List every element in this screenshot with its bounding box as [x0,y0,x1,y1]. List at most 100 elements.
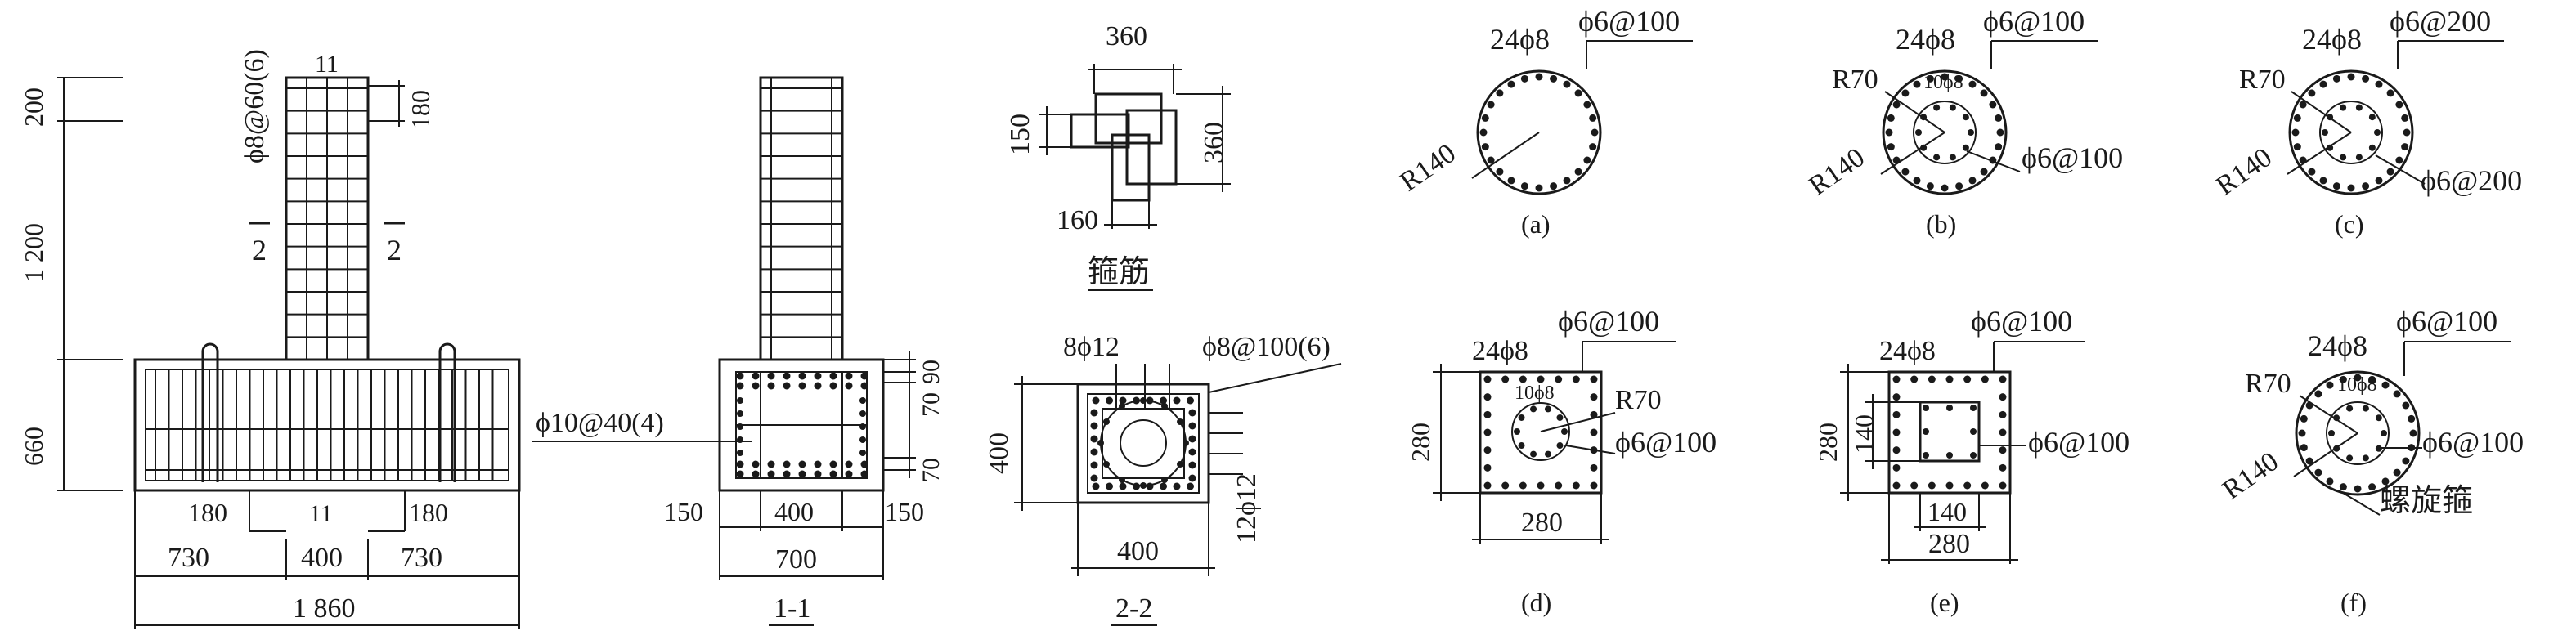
rebar-dot [2332,74,2340,83]
rebar-dot [1187,396,1194,405]
rebar-dot [767,372,775,380]
rebar-dot [2375,414,2382,422]
rebar-dot [1090,435,1098,443]
rebar-dot [1926,74,1934,83]
rebar-dot [2375,177,2383,185]
rebar-dot [1161,477,1168,484]
section-f-radius-outer: R140 [2217,446,2284,506]
rebar-dot [1945,481,1954,490]
rebar-dot [783,372,791,380]
rebar-dot [829,470,837,478]
rebar-dot [2402,401,2410,410]
rebar-dot [1591,128,1599,137]
rebar-dot [1892,410,1901,418]
section-d-radius-inner: R70 [1615,385,1662,415]
section-2-2-top-label: 8ϕ12 [1063,332,1120,362]
rebar-dot [1496,89,1504,97]
bottom-mark: 11 [309,500,333,527]
rebar-dot [1092,482,1100,490]
section-d-caption: (d) [1521,588,1551,617]
section-1-1-base [718,358,885,492]
rebar-dot [1487,101,1495,109]
rebar-dot [2346,405,2354,412]
rebar-dot [1563,80,1571,88]
dim-row1-left: 180 [188,498,227,527]
stirrup-dim-160: 160 [1057,205,1098,235]
rebar-dot [1949,154,1956,161]
rebar-dot [1892,393,1901,401]
rebar-dot [860,470,868,478]
rebar-dot [1892,481,1901,490]
rebar-dot [1563,177,1571,185]
rebar-dot [2368,114,2376,121]
section-1-1-dim-total: 700 [775,544,817,575]
rebar-dot [2340,104,2347,111]
section-c-rebar-dots [2291,73,2411,192]
rebar-dot [1892,446,1901,454]
section-b-radius-inner: R70 [1832,65,1878,95]
rebar-dot [1507,80,1515,88]
rebar-dot [1187,482,1194,490]
rebar-dot [1901,168,1910,176]
rebar-dot [752,382,760,390]
rebar-dot [1501,375,1510,383]
section-e-long-bars: 24ϕ8 [1879,336,1936,366]
rebar-dot [1574,168,1582,176]
section-e-caption: (e) [1930,588,1959,617]
rebar-dot [767,460,775,468]
section-e-inner-stirrup: ϕ6@100 [2028,426,2129,459]
rebar-dot [2314,390,2322,398]
rebar-dot [2347,73,2355,81]
rebar-dot [1173,482,1181,490]
rebar-dot [1915,129,1922,136]
rebar-dot [1892,101,1901,109]
rebar-dot [1980,89,1988,97]
rebar-dot [1923,405,1929,411]
rebar-dot [736,382,744,390]
rebar-dot [2308,89,2316,97]
rebar-dot [1535,184,1543,192]
section-c-stirrup: ϕ6@200 [2390,5,2491,38]
rebar-dot [2319,80,2327,88]
rebar-dot [1590,481,1598,490]
rebar-dot [752,460,760,468]
rebar-dot [1090,461,1098,469]
rebar-dot [1995,114,2003,122]
rebar-dot [736,470,744,478]
rebar-dot [1177,418,1184,425]
rebar-dot [1913,177,1921,185]
rebar-dot [1999,446,2007,454]
rebar-dot [814,470,822,478]
rebar-dot [2381,381,2390,389]
section-1-1-dim-400: 400 [774,497,814,526]
rebar-dot [2393,468,2401,477]
rebar-dot [1590,393,1598,401]
rebar-dot [1507,177,1515,185]
rebar-dot [1970,428,1977,435]
section-d-rebar-dots [1483,375,1598,490]
rebar-dot [1963,375,1972,383]
rebar-dot [783,382,791,390]
rebar-dot [1514,428,1520,435]
rebar-dot [1535,73,1543,81]
section-1-1-rebar-dots [736,372,868,478]
section-2-2-outline [1076,383,1210,504]
section-2-2-side-label: 12ϕ12 [1232,473,1262,544]
rebar-dot [2293,114,2301,122]
rebar-dot [1090,474,1098,482]
rebar-dot [860,460,868,468]
section-2-2-title: 2-2 [1115,593,1152,624]
section-b: R140 R70 10ϕ8 24ϕ8 ϕ6@100 ϕ6@100 (b) [1803,5,2123,239]
rebar-dot [1090,409,1098,417]
rebar-dot [1955,74,1963,83]
rebar-dot [1999,410,2007,418]
rebar-dot [1133,482,1140,490]
top-mark: 11 [315,51,339,78]
rebar-dot [1999,375,2007,383]
section-c-outline [2288,69,2414,195]
rebar-dot [2408,414,2416,423]
lifting-hook-right [438,342,456,482]
stirrup-dim-360-top: 360 [1106,21,1147,51]
rebar-dot [1183,440,1189,446]
rebar-dot [2291,128,2300,137]
